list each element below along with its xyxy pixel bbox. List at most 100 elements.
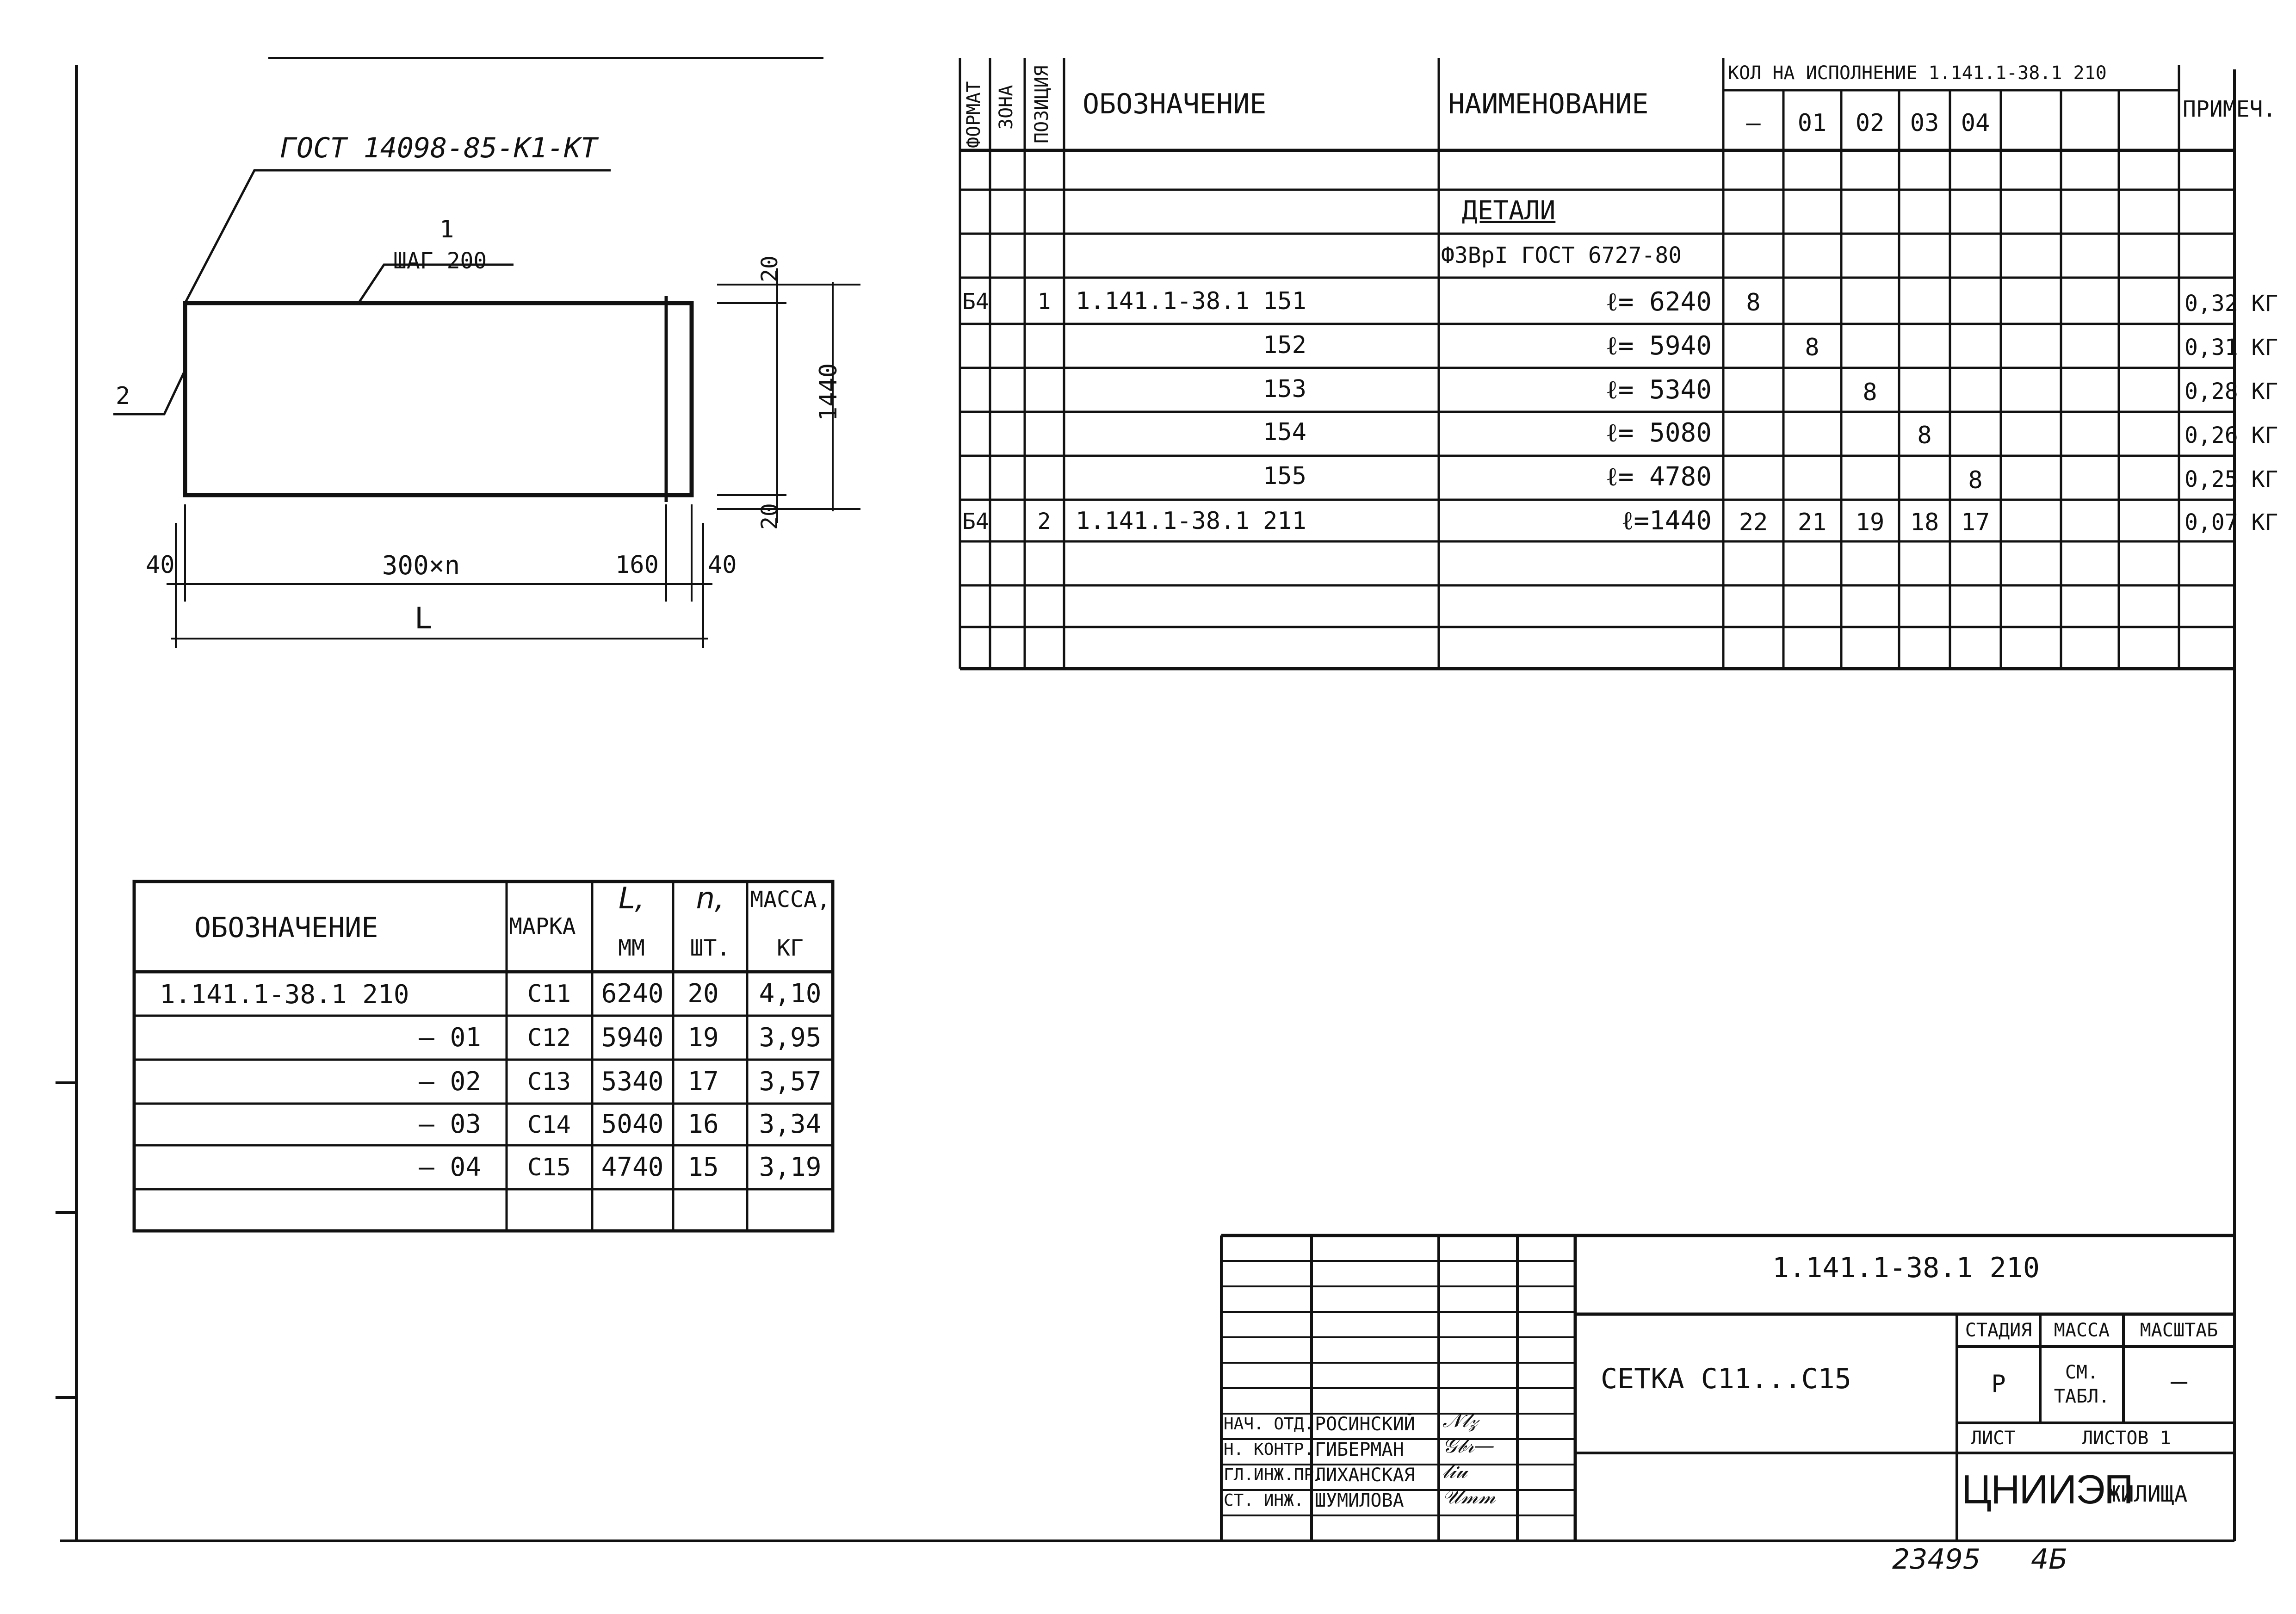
marks-cell-mark: С12 (527, 1024, 571, 1052)
marks-cell-mass: 4,10 (759, 979, 822, 1009)
marks-cell-count: 20 (687, 979, 719, 1009)
spec-material: Ф3ВрI ГОСТ 6727-80 (1441, 242, 1682, 268)
marks-header-mark: МАРКА (509, 913, 576, 939)
spec-cell-note: 0,31 КГ (2185, 335, 2278, 360)
spec-cell-format: Б4 (962, 289, 989, 315)
marks-cell-designation: — 02 (419, 1067, 481, 1097)
spec-header-note: ПРИМЕЧ. (2183, 96, 2277, 122)
marks-cell-length: 4740 (601, 1152, 664, 1182)
position-1-label: 1 (439, 216, 454, 243)
sheets-label: ЛИСТОВ 1 (2082, 1428, 2171, 1449)
spec-header-qty: КОЛ НА ИСПОЛНЕНИЕ 1.141.1-38.1 210 (1728, 62, 2107, 84)
spec-cell-qty-01: 21 (1797, 509, 1827, 536)
dim-total-length: L (414, 602, 433, 636)
marks-cell-mark: С14 (527, 1111, 571, 1139)
spec-cell-name: ℓ= 6240 (1605, 287, 1712, 317)
person-name: ЛИХАНСКАЯ (1315, 1465, 1415, 1486)
marks-cell-length: 5940 (601, 1023, 664, 1053)
spec-cell-note: 0,25 КГ (2185, 466, 2278, 492)
spec-cell-qty-03: 18 (1910, 509, 1939, 536)
dim-right-bottom: 20 (757, 503, 783, 530)
spec-cell-code: 155 (1263, 462, 1306, 490)
marks-header-length-unit: ММ (618, 935, 645, 961)
org-name: ЖИЛИЩА (2107, 1481, 2188, 1507)
spec-cell-format: Б4 (962, 509, 989, 534)
signature: 𝒰𝓂𝓂 (1442, 1485, 1496, 1508)
spec-header-designation: ОБОЗНАЧЕНИЕ (1083, 88, 1267, 120)
spec-cell-qty-04: 8 (1968, 466, 1983, 494)
marks-header-mass-unit: КГ (777, 935, 804, 961)
spec-cell-name: ℓ= 5080 (1605, 418, 1712, 448)
spec-cell-name: ℓ=1440 (1621, 506, 1712, 536)
marks-cell-count: 17 (687, 1067, 719, 1097)
spec-cell-qty-04: 17 (1961, 509, 1990, 536)
marks-cell-designation: — 03 (419, 1109, 481, 1139)
dim-right-height: 1440 (815, 363, 842, 421)
spec-cell-code: 211 (1263, 507, 1306, 535)
dim-bottom-mid: 300×n (382, 551, 460, 581)
signature: 𝓁𝒾𝓊 (1442, 1459, 1467, 1483)
spec-cell-qty-base: 8 (1746, 289, 1761, 317)
signature: 𝒩𝓁𝓏 (1442, 1409, 1479, 1432)
role-label: Н. КОНТР. (1224, 1440, 1314, 1459)
spec-cell-code: 153 (1263, 375, 1306, 403)
marks-cell-designation: 1.141.1-38.1 210 (160, 980, 409, 1010)
marks-cell-mark: С11 (527, 980, 571, 1008)
spec-cell-name: ℓ= 4780 (1605, 462, 1712, 492)
marks-header-length: L, (619, 881, 644, 916)
spec-header-format: ФОРМАТ (963, 81, 984, 149)
role-label: НАЧ. ОТД. (1224, 1415, 1314, 1434)
marks-cell-length: 5340 (601, 1067, 664, 1097)
marks-header-designation: ОБОЗНАЧЕНИЕ (194, 912, 378, 944)
dim-bottom-160: 160 (615, 551, 659, 579)
marks-header-mass: МАССА, (750, 887, 830, 913)
person-name: РОСИНСКИЙ (1315, 1414, 1415, 1435)
role-label: СТ. ИНЖ. (1224, 1491, 1304, 1510)
spec-cell-note: 0,32 КГ (2185, 291, 2278, 317)
inventory-number: 23495 (1892, 1543, 1980, 1576)
marks-cell-designation: — 04 (419, 1152, 481, 1182)
marks-cell-mass: 3,34 (759, 1109, 822, 1139)
spec-cell-note: 0,26 КГ (2185, 422, 2278, 448)
dim-bottom-left: 40 (146, 551, 175, 579)
sheet-code: 4Б (2031, 1543, 2068, 1576)
spec-col-03: 03 (1910, 109, 1939, 137)
spec-cell-qty-base: 22 (1739, 509, 1768, 536)
marks-cell-length: 6240 (601, 979, 664, 1009)
step-label: ШАГ 200 (393, 248, 487, 274)
spec-col-base: — (1746, 109, 1761, 137)
doc-code: 1.141.1-38.1 210 (1772, 1252, 2040, 1284)
marks-cell-designation: — 01 (419, 1023, 481, 1053)
spec-cell-note: 0,28 КГ (2185, 379, 2278, 404)
gost-reference: ГОСТ 14098-85-К1-КТ (280, 132, 598, 164)
spec-header-zone: ЗОНА (996, 85, 1017, 130)
dim-bottom-right: 40 (708, 551, 737, 579)
spec-cell-code: 151 (1263, 287, 1306, 315)
marks-cell-count: 15 (687, 1152, 719, 1182)
person-name: ШУМИЛОВА (1315, 1490, 1404, 1511)
marks-cell-count: 16 (687, 1109, 719, 1139)
spec-cell-qty-02: 19 (1855, 509, 1885, 536)
spec-cell-code: 152 (1263, 331, 1306, 359)
marks-cell-count: 19 (687, 1023, 719, 1053)
spec-cell-designation: 1.141.1-38.1 (1076, 507, 1250, 535)
spec-cell-qty-03: 8 (1917, 422, 1932, 449)
role-label: ГЛ.ИНЖ.ПР. (1224, 1465, 1324, 1484)
marks-cell-mass: 3,57 (759, 1067, 822, 1097)
stage-value: Р (1991, 1370, 2006, 1398)
scale-label: МАСШТАБ (2140, 1320, 2218, 1341)
spec-cell-code: 154 (1263, 418, 1306, 446)
spec-section-title: ДЕТАЛИ (1462, 196, 1556, 226)
position-2-label: 2 (116, 382, 130, 410)
mass-label: МАССА (2054, 1320, 2110, 1341)
marks-header-count: n, (696, 881, 724, 916)
spec-cell-name: ℓ= 5940 (1605, 331, 1712, 361)
marks-header-count-unit: ШТ. (690, 935, 730, 961)
marks-cell-mark: С15 (527, 1154, 571, 1181)
mass-value: СМ. ТАБЛ. (2054, 1362, 2110, 1407)
spec-cell-designation: 1.141.1-38.1 (1076, 287, 1250, 315)
spec-col-04: 04 (1961, 109, 1990, 137)
spec-header-name: НАИМЕНОВАНИЕ (1448, 88, 1649, 120)
